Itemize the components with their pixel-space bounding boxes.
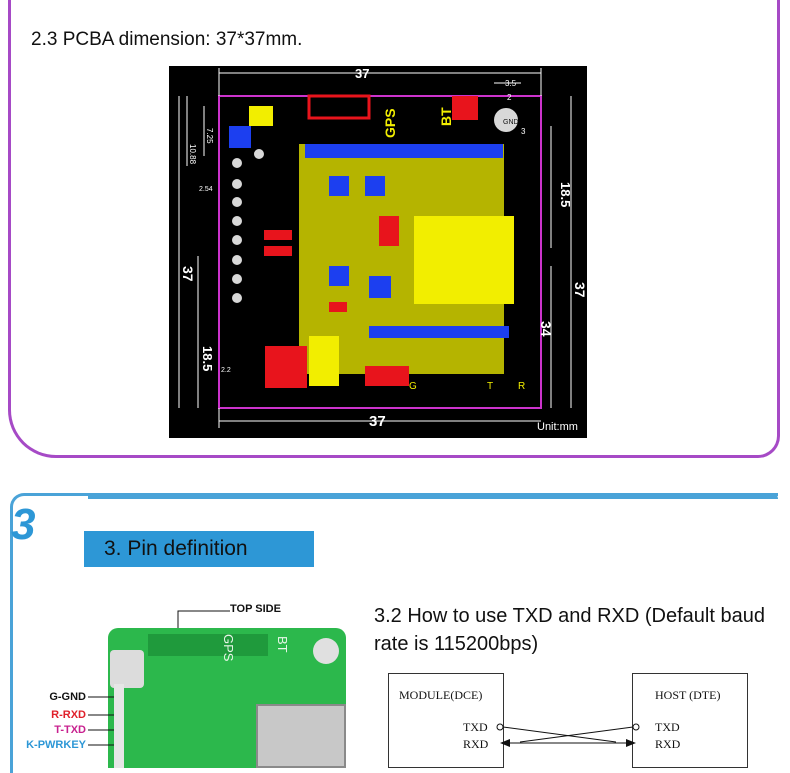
pcb-blue-ic bbox=[365, 176, 385, 196]
mount-hole bbox=[313, 638, 339, 664]
pin-label-gnd: G-GND bbox=[49, 691, 86, 703]
silk-t: T bbox=[487, 381, 493, 392]
dim-bottom: 37 bbox=[369, 413, 386, 430]
board-outline bbox=[218, 95, 542, 409]
pin-label-rxd: R-RXD bbox=[51, 709, 86, 721]
pcb-blue-ic bbox=[229, 126, 251, 148]
uart-usage-title: 3.2 How to use TXD and RXD (Default baud… bbox=[374, 605, 765, 655]
pin-leaders bbox=[88, 696, 114, 746]
module-dce-label: MODULE(DCE) bbox=[399, 688, 483, 702]
pcb-red-part bbox=[452, 96, 478, 120]
pcb-bottom-strip bbox=[369, 326, 509, 338]
dim-left: 37 bbox=[180, 266, 196, 282]
pcb-dimension-drawing: 37 37 Unit:mm 3.5 2 3 GND G T R GPS BT 3… bbox=[169, 66, 587, 438]
pcb-red-part bbox=[264, 246, 292, 256]
dim-top: 37 bbox=[355, 66, 369, 81]
pcb-blue-ic bbox=[329, 176, 349, 196]
pin-definition-tab: 3. Pin definition bbox=[84, 531, 314, 567]
dim-left-c: 2.54 bbox=[199, 186, 213, 193]
uart-crossover-lines bbox=[496, 723, 640, 747]
silk-gps: GPS bbox=[382, 108, 398, 138]
dim-right-outer: 37 bbox=[572, 282, 587, 298]
dim-small-mid: 2 bbox=[507, 93, 512, 102]
dim-right-upper: 18.5 bbox=[558, 182, 573, 207]
pcb-shield bbox=[414, 216, 514, 304]
silk-g: G bbox=[409, 381, 417, 392]
pcb-blue-ic bbox=[369, 276, 391, 298]
dim-left-d: 2.2 bbox=[221, 367, 231, 374]
pcb-red-block bbox=[265, 346, 307, 388]
board-traces bbox=[148, 634, 268, 656]
module-board-photo: GPS BT bbox=[108, 628, 346, 768]
pcb-blue-ic bbox=[329, 266, 349, 286]
silk-r: R bbox=[518, 381, 525, 392]
usb-connector bbox=[110, 650, 144, 688]
top-side-label: TOP SIDE bbox=[230, 603, 281, 615]
board-silk-bt: BT bbox=[275, 636, 290, 653]
pcb-pad bbox=[309, 336, 339, 386]
dim-small-right: 3 bbox=[521, 127, 526, 136]
silk-bt: BT bbox=[438, 107, 454, 126]
silk-gnd: GND bbox=[503, 119, 519, 126]
dim-left-a: 10.88 bbox=[188, 144, 197, 165]
pcb-header-strip bbox=[305, 144, 503, 158]
pin-label-txd: T-TXD bbox=[54, 724, 86, 736]
pin-definition-panel bbox=[10, 493, 778, 773]
board-silk-gps: GPS bbox=[221, 634, 236, 662]
host-dte-label: HOST (DTE) bbox=[655, 688, 721, 702]
module-txd-label: TXD bbox=[463, 720, 488, 734]
unit-label: Unit:mm bbox=[537, 421, 578, 433]
dim-left-lower: 18.5 bbox=[200, 346, 215, 371]
pcb-red-part bbox=[307, 94, 371, 120]
host-dte-box: HOST (DTE) TXD RXD bbox=[632, 673, 748, 768]
pcb-red-part bbox=[329, 302, 347, 312]
pcba-dimension-title: 2.3 PCBA dimension: 37*37mm. bbox=[31, 29, 303, 50]
section-number: 3 bbox=[11, 500, 36, 549]
host-rxd-label: RXD bbox=[655, 737, 681, 751]
pin-header bbox=[114, 684, 124, 768]
module-dce-box: MODULE(DCE) TXD RXD bbox=[388, 673, 504, 768]
pcb-svg: 37 37 Unit:mm 3.5 2 3 GND G T R GPS BT 3… bbox=[178, 66, 587, 433]
pcb-red-part bbox=[379, 216, 399, 246]
section-header-bar bbox=[88, 493, 778, 499]
module-rxd-label: RXD bbox=[463, 737, 489, 751]
dim-left-b: 7.25 bbox=[205, 128, 214, 144]
host-txd-label: TXD bbox=[655, 720, 680, 734]
dim-right-inner: 34 bbox=[538, 321, 554, 337]
pin-definition-title: 3. Pin definition bbox=[104, 537, 248, 560]
sim-card-slot bbox=[256, 704, 346, 768]
pcb-pad bbox=[249, 106, 273, 126]
pin-label-pwrkey: K-PWRKEY bbox=[26, 739, 86, 751]
gnd-hole bbox=[494, 108, 518, 132]
pcb-red-part bbox=[365, 366, 409, 386]
pcb-red-part bbox=[264, 230, 292, 240]
dim-small-top: 3.5 bbox=[505, 79, 517, 88]
